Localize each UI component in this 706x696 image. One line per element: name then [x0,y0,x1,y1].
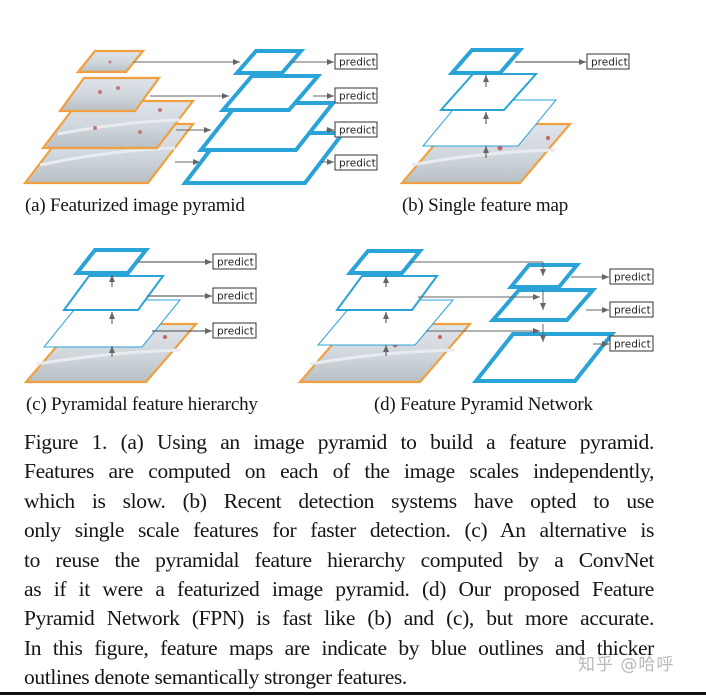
caption-line: as if it were a featurized image pyramid… [24,577,654,602]
subcaption-d: (d) Feature Pyramid Network [374,394,593,415]
panel-c-pyramidal-feature-hierarchy: predict predict predict [23,248,257,384]
fpn-figure: predict predict predict predict predict [22,48,654,384]
caption-line: Figure 1. (a) Using an image pyramid to … [24,430,654,454]
caption-line: Pyramid Network (FPN) is fast like (b) a… [24,606,654,631]
svg-text:predict: predict [614,305,651,317]
svg-text:predict: predict [217,291,254,303]
caption-line: only single scale features for faster de… [24,518,654,543]
svg-text:predict: predict [339,158,376,170]
svg-text:predict: predict [217,326,254,338]
caption-line: Features are computed on each of the ima… [24,459,654,484]
subcaption-b: (b) Single feature map [402,195,569,216]
predict-boxes: predict predict predict predict [334,53,378,171]
svg-text:predict: predict [339,91,376,103]
caption-line: outlines denote semantically stronger fe… [24,665,407,690]
subcaption-a: (a) Featurized image pyramid [25,195,245,216]
caption-line: which is slow. (b) Recent detection syst… [24,488,654,513]
caption-line: In this figure, feature maps are indicat… [24,635,654,660]
feature-pyramid [180,49,348,185]
arrows [133,59,240,165]
watermark: 知乎 @哈呼 [578,655,675,675]
figure-caption: Figure 1. (a) Using an image pyramid to … [24,428,654,693]
panel-d-feature-pyramid-network: predict predict predict [297,249,654,384]
subcaption-c: (c) Pyramidal feature hierarchy [26,394,258,415]
svg-text:predict: predict [614,272,651,284]
svg-text:predict: predict [217,257,254,269]
caption-line: to reuse the pyramidal feature hierarchy… [24,547,654,572]
svg-text:predict: predict [591,57,628,69]
image-pyramid [22,49,196,185]
bottom-rule [0,692,706,695]
panel-a-featurized-image-pyramid: predict predict predict predict [22,49,378,185]
panel-b-single-feature-map: predict [399,48,630,185]
svg-text:predict: predict [339,125,376,137]
svg-text:predict: predict [614,339,651,351]
svg-text:predict: predict [339,57,376,69]
